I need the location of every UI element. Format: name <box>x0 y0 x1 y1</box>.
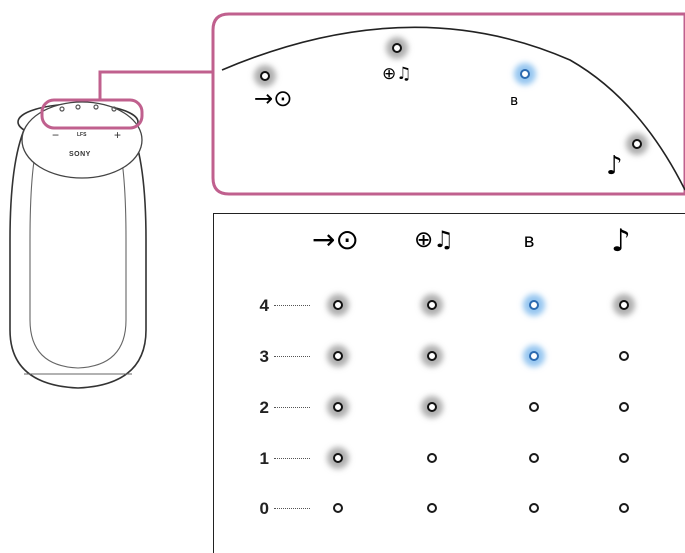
level-table <box>213 213 685 553</box>
level0-led-music <box>619 503 629 513</box>
network-music-icon: ⊕♫ <box>382 64 412 84</box>
network-music-icon: ⊕♫ <box>414 227 454 253</box>
level2-led-input <box>333 402 343 412</box>
speaker-illustration <box>9 70 213 389</box>
level4-led-input <box>333 300 343 310</box>
speaker-inner-panel <box>29 139 127 369</box>
speaker-top-highlight <box>40 98 144 130</box>
level3-led-bluetooth <box>529 351 539 361</box>
callout-led-bluetooth <box>520 69 530 79</box>
level4-led-music <box>619 300 629 310</box>
level3-led-input <box>333 351 343 361</box>
level-leader-1 <box>274 458 310 459</box>
level4-led-bluetooth <box>529 300 539 310</box>
callout-leader-line <box>98 70 213 100</box>
level-label-1: 1 <box>259 449 269 468</box>
input-icon: →⊙ <box>254 86 293 112</box>
level3-led-network <box>427 351 437 361</box>
level2-led-music <box>619 402 629 412</box>
level1-led-input <box>333 453 343 463</box>
level-leader-4 <box>274 305 310 306</box>
bluetooth-icon: ʙ <box>509 93 519 109</box>
level2-led-network <box>427 402 437 412</box>
level4-led-network <box>427 300 437 310</box>
bluetooth-icon: ʙ <box>523 230 535 252</box>
level0-led-bluetooth <box>529 503 539 513</box>
level-label-2: 2 <box>259 398 269 417</box>
music-note-icon: ♪ <box>606 151 623 181</box>
speaker-center-label: LFS <box>77 132 87 138</box>
level-leader-2 <box>274 407 310 408</box>
speaker-body <box>9 117 147 389</box>
level0-led-input <box>333 503 343 513</box>
level0-led-network <box>427 503 437 513</box>
speaker-brand-logo: SONY <box>69 151 91 158</box>
level3-led-music <box>619 351 629 361</box>
level-leader-0 <box>274 508 310 509</box>
callout-led-music <box>632 139 642 149</box>
speaker-minus-label: − <box>52 128 60 142</box>
music-note-icon: ♪ <box>611 223 631 259</box>
callout-arc <box>221 26 685 191</box>
level1-led-bluetooth <box>529 453 539 463</box>
level-label-3: 3 <box>259 347 269 366</box>
level-leader-3 <box>274 356 310 357</box>
callout-led-network <box>392 43 402 53</box>
level-label-0: 0 <box>259 499 269 518</box>
input-icon: →⊙ <box>312 223 359 256</box>
level-label-4: 4 <box>259 296 269 315</box>
level1-led-network <box>427 453 437 463</box>
level1-led-music <box>619 453 629 463</box>
speaker-top-face <box>21 101 143 179</box>
speaker-plus-label: + <box>114 128 122 142</box>
callout-panel <box>211 12 685 196</box>
speaker-top-leds <box>59 104 117 112</box>
callout-led-input <box>260 71 270 81</box>
level2-led-bluetooth <box>529 402 539 412</box>
